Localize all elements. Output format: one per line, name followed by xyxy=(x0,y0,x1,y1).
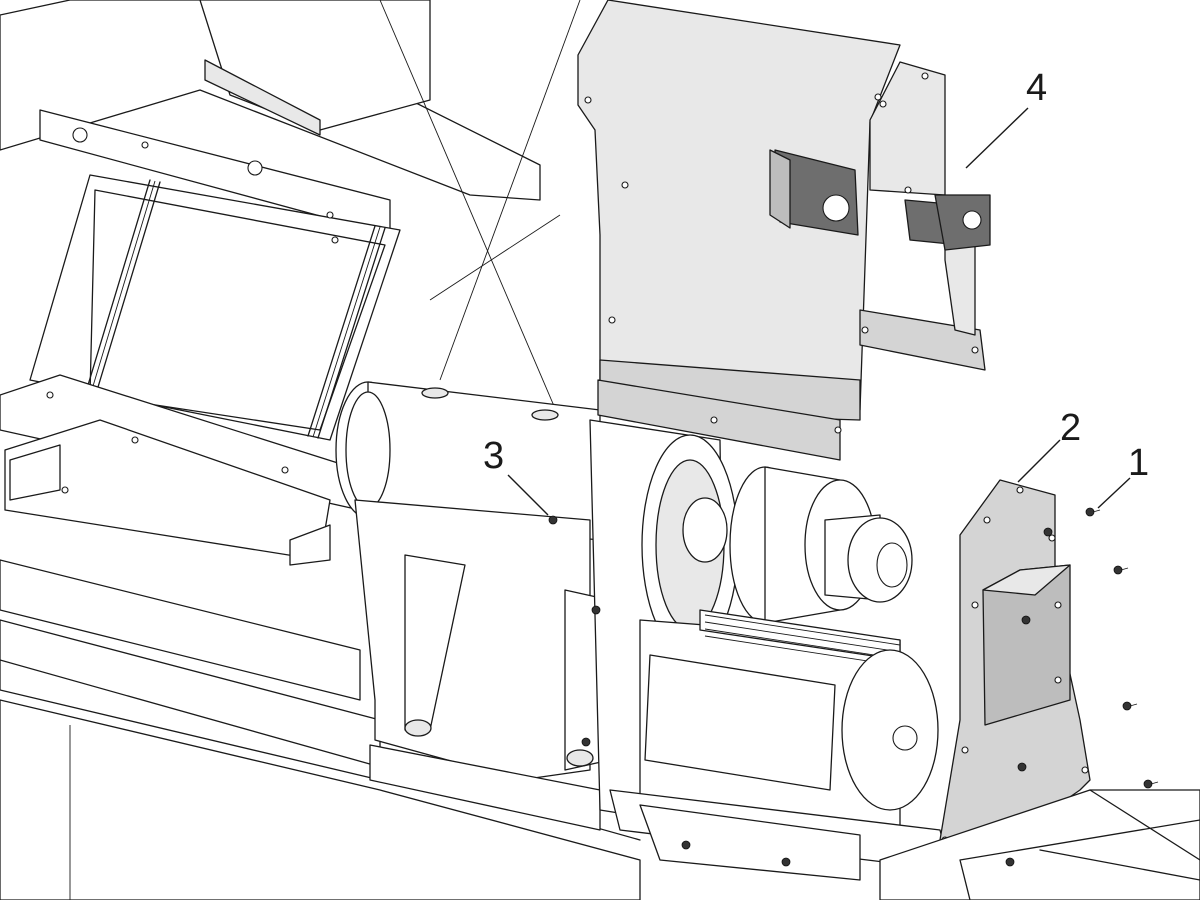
end-plate xyxy=(939,479,1091,881)
screw xyxy=(1017,762,1027,772)
callouts: 1 2 3 4 xyxy=(483,67,1149,516)
screw xyxy=(681,840,691,850)
spindle-housing xyxy=(335,381,611,831)
left-frame xyxy=(0,0,641,900)
callout-4-label: 4 xyxy=(1026,67,1047,109)
screw xyxy=(591,605,601,615)
screw xyxy=(548,515,558,525)
upper-servo-cover xyxy=(577,0,991,461)
callout-2: 2 xyxy=(1017,407,1081,483)
screws xyxy=(548,507,1159,867)
screw xyxy=(581,737,591,747)
screw xyxy=(1122,701,1138,711)
screw xyxy=(1143,779,1159,789)
callout-2-label: 2 xyxy=(1060,407,1081,449)
screw xyxy=(1005,857,1015,867)
screw xyxy=(1043,527,1053,537)
callout-1: 1 xyxy=(1097,442,1149,509)
callout-4: 4 xyxy=(965,67,1047,169)
base-rails xyxy=(879,789,1200,900)
screw xyxy=(1085,507,1101,517)
screw xyxy=(781,857,791,867)
callout-1-label: 1 xyxy=(1128,442,1149,484)
callout-3-label: 3 xyxy=(483,435,504,477)
spindle-motor-assembly xyxy=(589,419,951,881)
callout-3: 3 xyxy=(483,435,549,516)
screw xyxy=(1113,565,1129,575)
screw xyxy=(1021,615,1031,625)
